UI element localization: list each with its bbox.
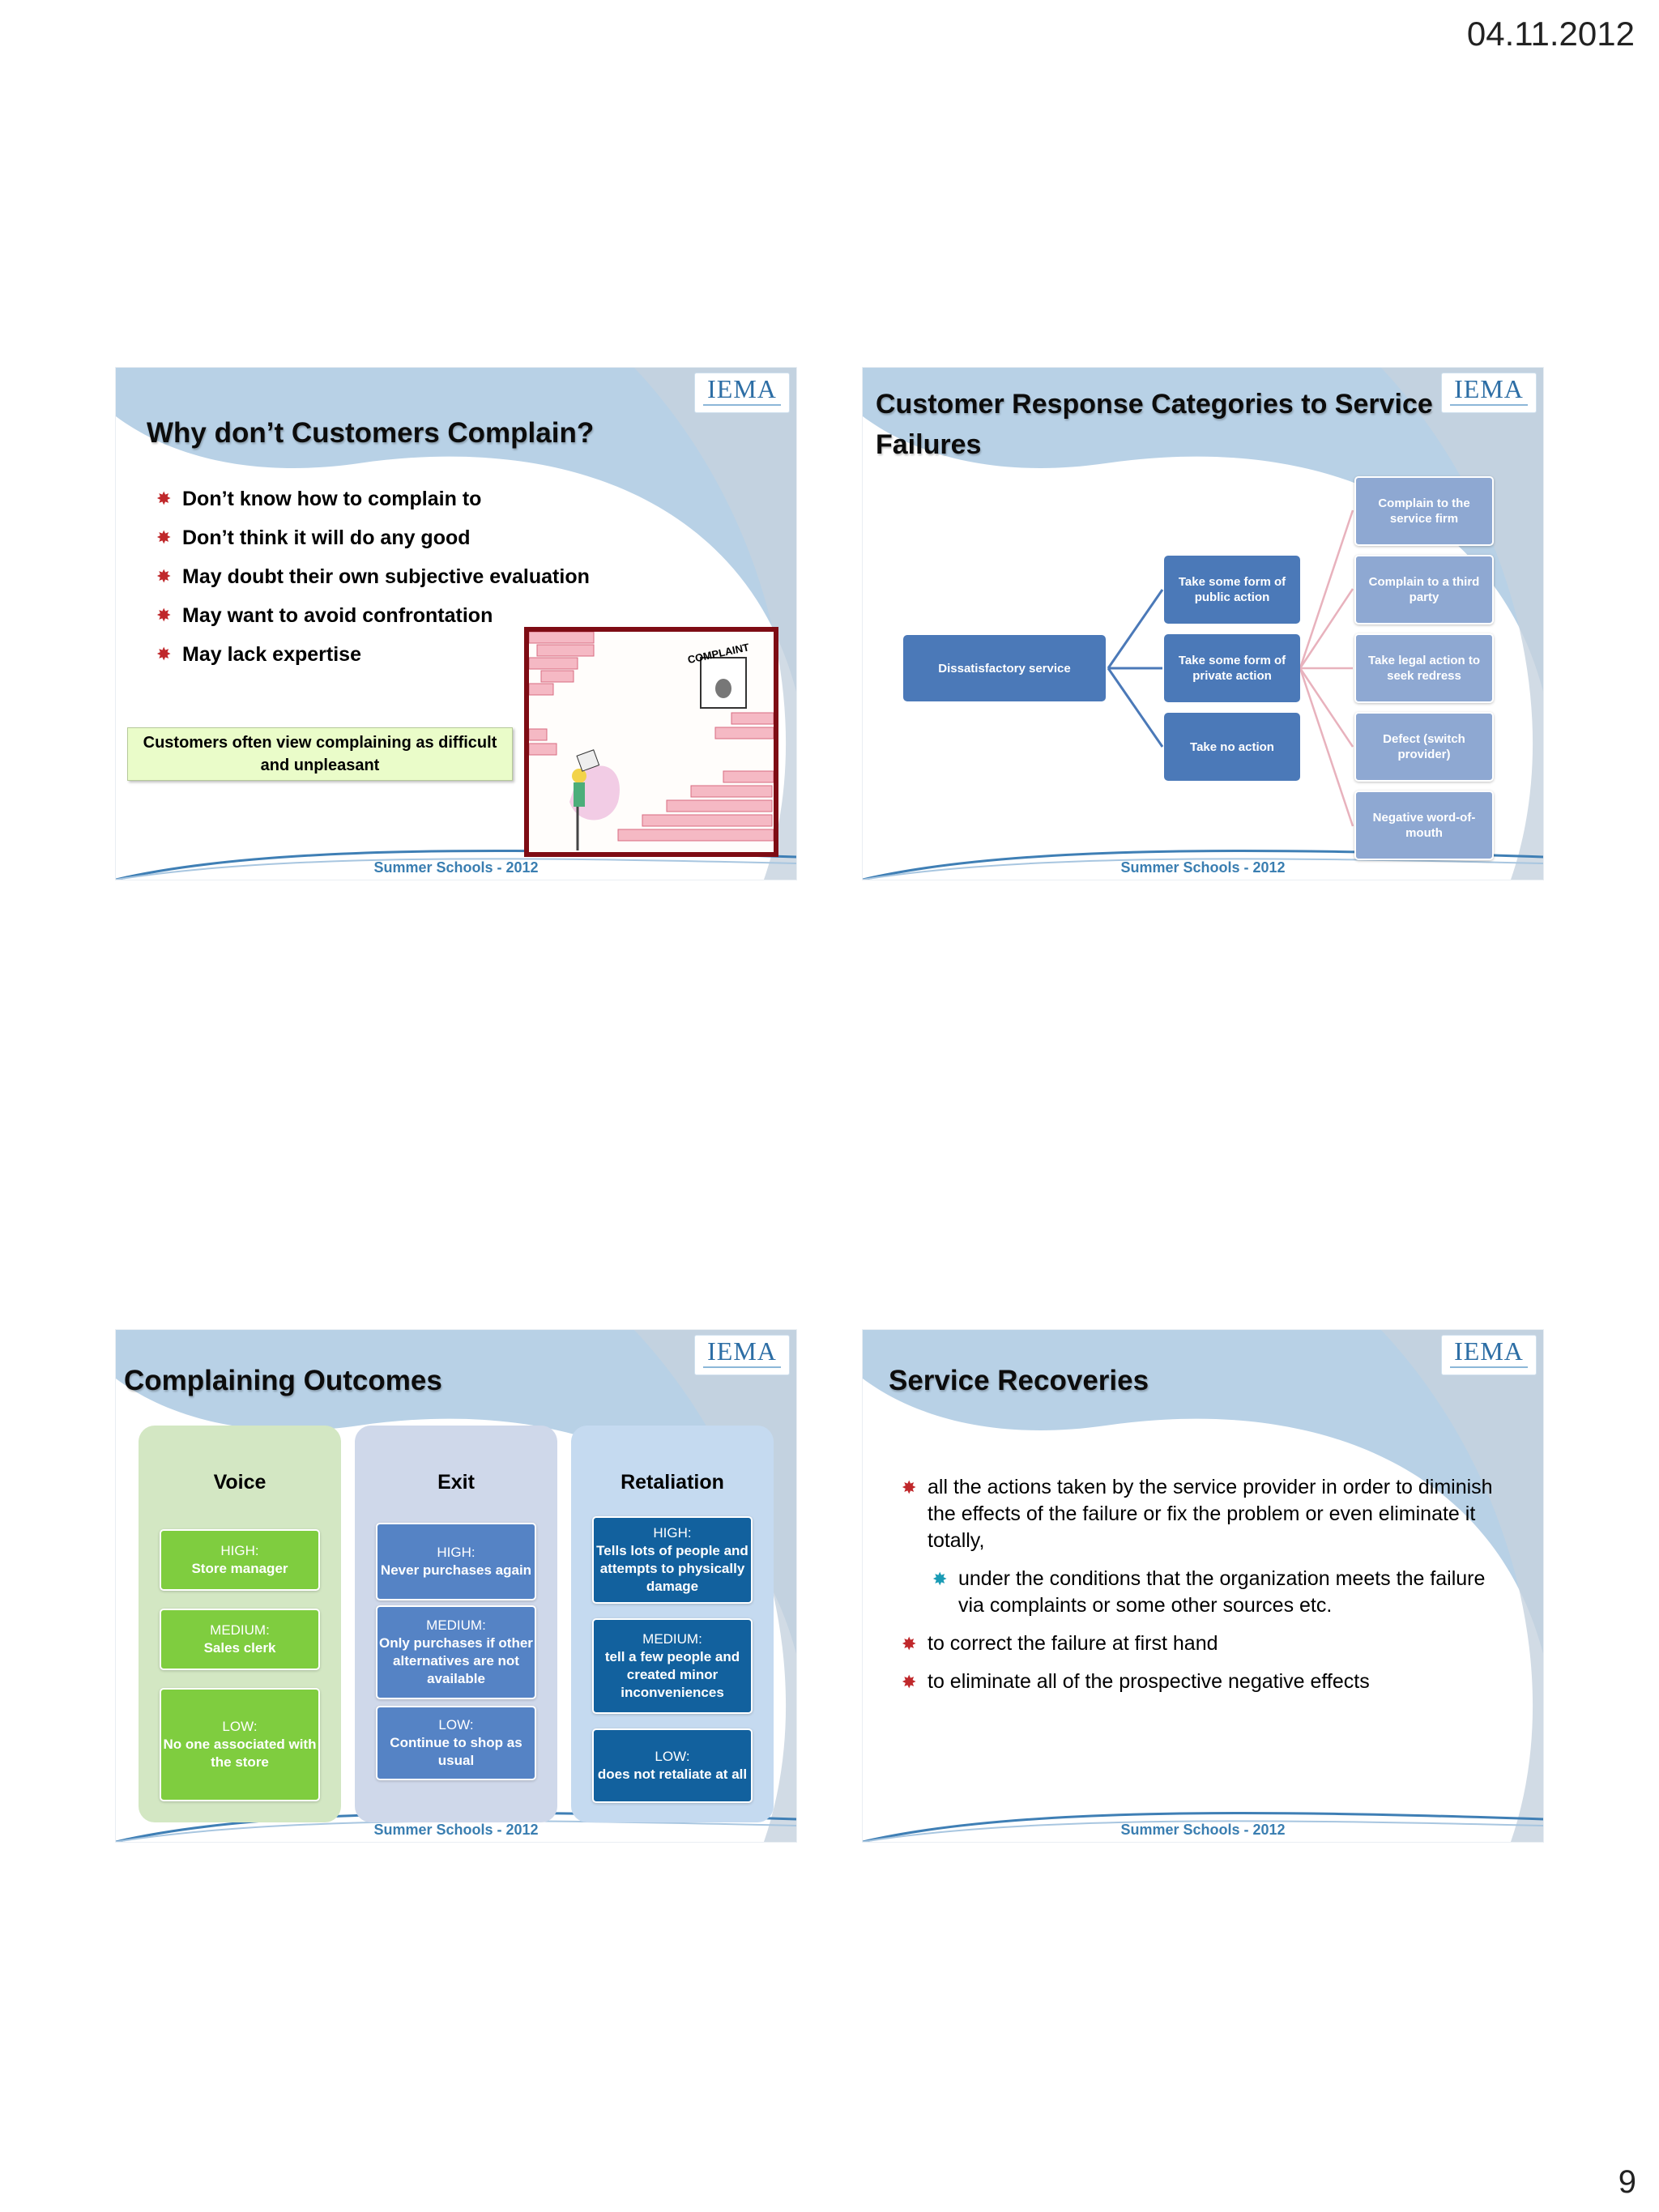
slide-title: Why don’t Customers Complain? xyxy=(147,417,595,449)
list-item: ✸Don’t know how to complain to xyxy=(156,479,590,518)
bullet-icon: ✸ xyxy=(902,1477,917,1498)
outcome-node: Take legal action to seek redress xyxy=(1354,633,1494,703)
list-item: ✸all the actions taken by the service pr… xyxy=(902,1476,1493,1552)
cartoon-image: COMPLAINT xyxy=(529,632,774,852)
root-node: Dissatisfactory service xyxy=(903,635,1106,701)
list-item: ✸May doubt their own subjective evaluati… xyxy=(156,557,590,596)
slide-title: Service Recoveries xyxy=(889,1365,1149,1396)
flow-connectors xyxy=(1107,509,1354,827)
column-heading: Exit xyxy=(437,1471,475,1494)
outcome-box-medium: MEDIUM:Only purchases if other alternati… xyxy=(376,1605,536,1699)
page-date: 04.11.2012 xyxy=(1466,15,1635,53)
slide-title: Customer Response Categories to Service … xyxy=(876,389,1433,460)
iema-logo: IEMA xyxy=(1441,1335,1537,1375)
slide-complaining-outcomes: IEMA Complaining Outcomes Voice HIGH:Sto… xyxy=(116,1330,796,1842)
outcome-box-low: LOW:Continue to shop as usual xyxy=(376,1706,536,1780)
callout-box: Customers often view complaining as diff… xyxy=(127,727,513,781)
slide-service-recoveries: IEMA Service Recoveries ✸all the actions… xyxy=(863,1330,1543,1842)
middle-node: Take some form of public action xyxy=(1164,556,1300,624)
slide-customer-response-categories: IEMA Customer Response Categories to Ser… xyxy=(863,368,1543,880)
list-item: ✸May want to avoid confrontation xyxy=(156,596,590,635)
bullet-icon: ✸ xyxy=(156,644,172,664)
iema-logo: IEMA xyxy=(694,373,790,413)
list-item: ✸to correct the failure at first hand xyxy=(902,1630,1511,1657)
bullet-icon: ✸ xyxy=(156,605,172,625)
slide-title: Complaining Outcomes xyxy=(124,1365,442,1396)
outcome-box-medium: MEDIUM:Sales clerk xyxy=(160,1609,320,1670)
slide-footer: Summer Schools - 2012 xyxy=(373,859,539,876)
list-item: ✸under the conditions that the organizat… xyxy=(932,1567,1486,1617)
column-heading: Voice xyxy=(213,1471,267,1494)
recovery-list: ✸all the actions taken by the service pr… xyxy=(902,1474,1511,1707)
middle-node: Take some form of private action xyxy=(1164,634,1300,702)
slide-footer: Summer Schools - 2012 xyxy=(373,1822,539,1838)
bullet-icon: ✸ xyxy=(156,566,172,586)
outcome-box-medium: MEDIUM:tell a few people and created min… xyxy=(592,1618,753,1714)
outcome-node: Complain to the service firm xyxy=(1354,476,1494,546)
sub-bullet-icon: ✸ xyxy=(932,1569,948,1589)
bullet-icon: ✸ xyxy=(156,527,172,548)
outcome-box-high: HIGH:Never purchases again xyxy=(376,1523,536,1600)
column-heading: Retaliation xyxy=(621,1471,724,1494)
outcome-node: Defect (switch provider) xyxy=(1354,712,1494,782)
outcome-box-low: LOW:No one associated with the store xyxy=(160,1688,320,1801)
list-item: ✸to eliminate all of the prospective neg… xyxy=(902,1669,1511,1695)
voice-column: Voice HIGH:Store manager MEDIUM:Sales cl… xyxy=(139,1426,341,1822)
complaint-cartoon: COMPLAINT xyxy=(524,627,778,857)
slide-footer: Summer Schools - 2012 xyxy=(1120,1822,1286,1838)
exit-column: Exit HIGH:Never purchases again MEDIUM:O… xyxy=(355,1426,557,1822)
reason-list: ✸Don’t know how to complain to ✸Don’t th… xyxy=(156,479,590,674)
bullet-icon: ✸ xyxy=(156,488,172,509)
iema-logo: IEMA xyxy=(1441,373,1537,413)
slide-why-dont-customers-complain: IEMA Why don’t Customers Complain? ✸Don’… xyxy=(116,368,796,880)
page-number: 9 xyxy=(1618,2164,1636,2200)
slide-footer: Summer Schools - 2012 xyxy=(1120,859,1286,876)
outcome-node: Complain to a third party xyxy=(1354,555,1494,624)
bullet-icon: ✸ xyxy=(902,1634,917,1654)
bullet-icon: ✸ xyxy=(902,1672,917,1692)
outcome-box-high: HIGH:Store manager xyxy=(160,1529,320,1591)
list-item: ✸Don’t think it will do any good xyxy=(156,518,590,557)
middle-node: Take no action xyxy=(1164,713,1300,781)
outcome-node: Negative word-of-mouth xyxy=(1354,791,1494,860)
outcome-box-low: LOW:does not retaliate at all xyxy=(592,1728,753,1803)
retaliation-column: Retaliation HIGH:Tells lots of people an… xyxy=(571,1426,774,1822)
outcome-box-high: HIGH:Tells lots of people and attempts t… xyxy=(592,1516,753,1604)
slide-background xyxy=(863,1330,1543,1842)
list-item: ✸May lack expertise xyxy=(156,635,590,674)
iema-logo: IEMA xyxy=(694,1335,790,1375)
